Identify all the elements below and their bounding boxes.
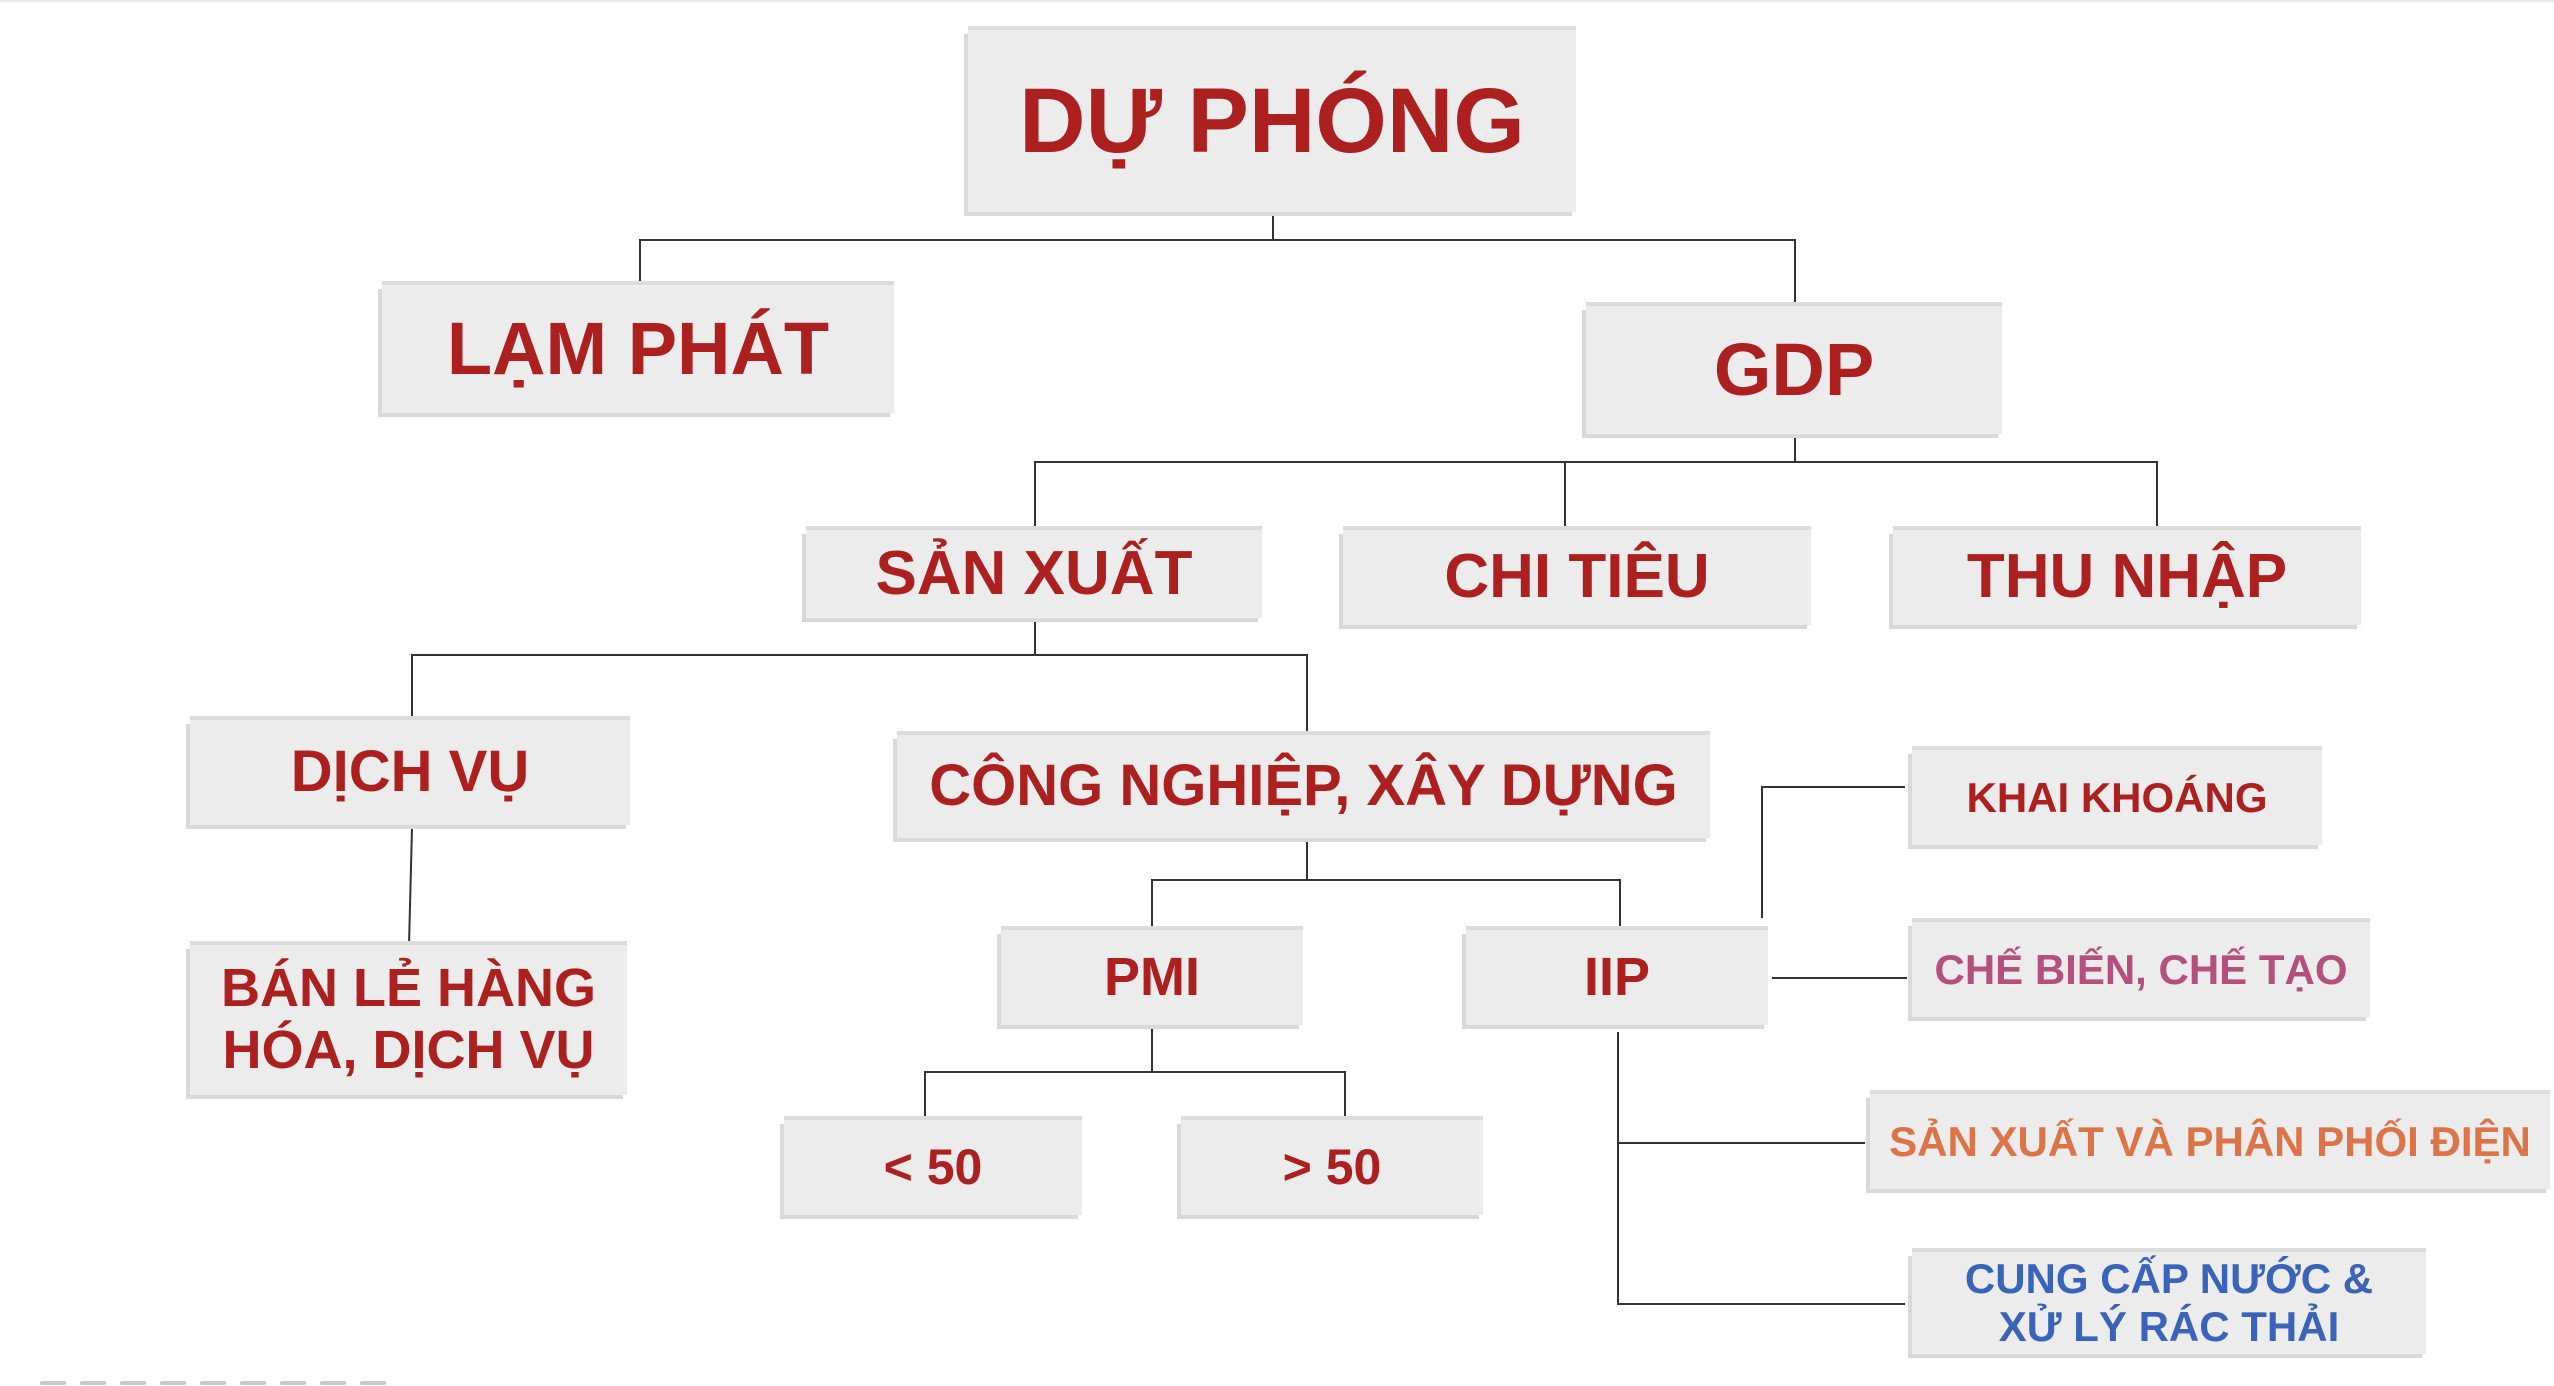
retail-label-line1: BÁN LẺ HÀNG xyxy=(221,958,596,1019)
pmi-low-node: < 50 xyxy=(784,1120,1082,1215)
services-label: DỊCH VỤ xyxy=(290,739,530,805)
connector-industry-iip xyxy=(1307,879,1621,928)
gdp-node: GDP xyxy=(1586,306,2002,434)
retail-node: BÁN LẺ HÀNG HÓA, DỊCH VỤ xyxy=(190,945,627,1095)
retail-label-line2: HÓA, DỊCH VỤ xyxy=(222,1020,595,1080)
root-label: DỰ PHÓNG xyxy=(1019,69,1525,172)
industry-node: CÔNG NGHIỆP, XÂY DỰNG xyxy=(897,735,1710,838)
electricity-node: SẢN XUẤT VÀ PHÂN PHỐI ĐIỆN xyxy=(1870,1094,2550,1189)
services-node: DỊCH VỤ xyxy=(190,720,630,825)
connector-root-inflation xyxy=(639,215,1274,282)
connector-production-services xyxy=(411,620,1036,718)
connector-root-gdp xyxy=(1273,239,1796,305)
electricity-label: SẢN XUẤT VÀ PHÂN PHỐI ĐIỆN xyxy=(1889,1117,2531,1165)
connector-iip-mining xyxy=(1761,786,1905,918)
production-label: SẢN XUẤT xyxy=(875,538,1193,608)
iip-node: IIP xyxy=(1466,930,1768,1025)
iip-label: IIP xyxy=(1583,946,1651,1007)
income-node: THU NHẬP xyxy=(1893,530,2361,625)
pmi-high-node: > 50 xyxy=(1181,1120,1483,1215)
connector-gdp-spending xyxy=(1564,461,1795,528)
pmi-high-label: > 50 xyxy=(1282,1139,1382,1195)
mining-label: KHAI KHOÁNG xyxy=(1966,773,2268,821)
water-label-line1: CUNG CẤP NƯỚC & xyxy=(1964,1255,2374,1303)
connector-pmi-low xyxy=(924,1025,1153,1118)
connector-production-industry xyxy=(1035,654,1308,732)
pmi-label: PMI xyxy=(1103,946,1200,1007)
spending-node: CHI TIÊU xyxy=(1343,530,1811,625)
water-node: CUNG CẤP NƯỚC & XỬ LÝ RÁC THẢI xyxy=(1912,1252,2426,1354)
connector-pmi-high xyxy=(1152,1071,1346,1118)
connector-industry-pmi xyxy=(1151,840,1308,928)
top-divider xyxy=(0,0,2554,2)
cropped-footer-text xyxy=(40,1372,640,1386)
pmi-low-label: < 50 xyxy=(883,1139,983,1195)
root-node: DỰ PHÓNG xyxy=(968,30,1576,212)
connector-services-retail xyxy=(408,827,413,946)
production-node: SẢN XUẤT xyxy=(806,530,1262,618)
manufacturing-label: CHẾ BIẾN, CHẾ TẠO xyxy=(1934,945,2348,993)
gdp-label: GDP xyxy=(1713,327,1875,411)
manufacturing-node: CHẾ BIẾN, CHẾ TẠO xyxy=(1912,922,2370,1017)
industry-label: CÔNG NGHIỆP, XÂY DỰNG xyxy=(929,753,1678,819)
water-label-line2: XỬ LÝ RÁC THẢI xyxy=(1998,1303,2340,1350)
connector-gdp-income xyxy=(1795,461,2158,528)
income-label: THU NHẬP xyxy=(1966,542,2288,612)
inflation-label: LẠM PHÁT xyxy=(446,306,830,390)
pmi-node: PMI xyxy=(1001,930,1303,1025)
inflation-node: LẠM PHÁT xyxy=(382,285,894,413)
spending-label: CHI TIÊU xyxy=(1444,542,1710,612)
connector-iip-electricity xyxy=(1617,1032,1905,1305)
connector-gdp-production xyxy=(1034,435,1796,528)
mining-node: KHAI KHOÁNG xyxy=(1912,750,2322,845)
